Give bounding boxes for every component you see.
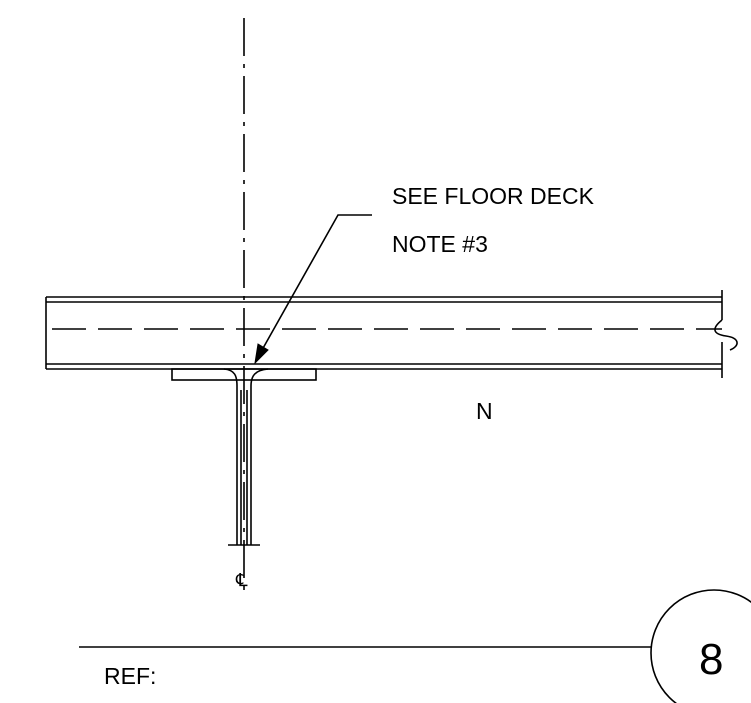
floor-deck-slab [45, 290, 738, 378]
detail-bubble [650, 589, 751, 703]
centerline-symbol: ℄ [235, 570, 248, 590]
leader-arrowhead [254, 343, 269, 365]
tee-flange-right [250, 368, 269, 387]
leader-line [261, 214, 372, 351]
tee-flange-left [223, 368, 238, 387]
bearing-plate [171, 368, 317, 381]
note-line-1: SEE FLOOR DECK [392, 183, 595, 209]
detail-number: 8 [699, 635, 723, 684]
steel-tee-member [171, 368, 317, 546]
break-line-symbol [714, 319, 738, 351]
note-leader [254, 214, 372, 365]
reference-label: REF: [104, 663, 156, 689]
north-mark-label: N [476, 398, 493, 424]
note-line-2: NOTE #3 [392, 231, 488, 257]
